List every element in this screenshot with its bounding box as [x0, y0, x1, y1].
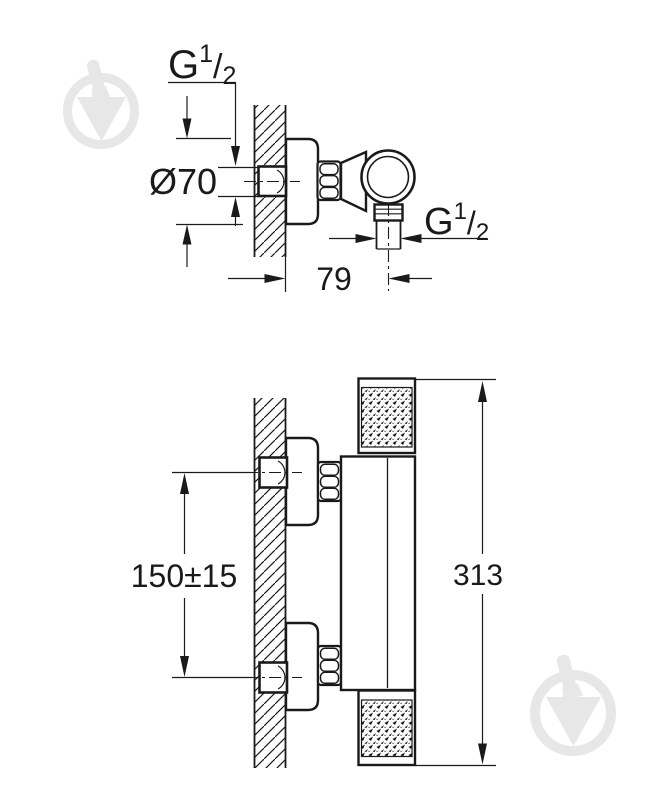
- watermark-trowel-blade: [546, 697, 601, 746]
- watermark-trowel-blade: [77, 97, 126, 141]
- upper-escutcheon-flange: [284, 436, 320, 527]
- wall-section-top-view: [253, 105, 287, 292]
- dim-overall-height: 313: [416, 378, 503, 767]
- dim-outlet-thread: G1/2: [329, 198, 489, 246]
- watermark-logo-bottom-right: [530, 654, 616, 756]
- watermark-logo-top-left: [63, 59, 139, 149]
- wall-section-front-view: [253, 398, 287, 768]
- wall-to-outlet-label: 79: [316, 261, 352, 297]
- watermark-trowel-handle: [556, 654, 583, 701]
- dim-connection-spacing: 150±15: [131, 471, 302, 679]
- overall-height-label: 313: [453, 559, 503, 592]
- bottom-drawing-front-view: 150±15 313: [131, 377, 503, 768]
- hex-union-nut: [316, 160, 342, 202]
- bottom-knurled-handle: [357, 689, 417, 767]
- outlet-thread-label: G1/2: [424, 198, 489, 246]
- dim-flange-diameter: Ø70: [149, 96, 243, 267]
- wall-hatch: [254, 398, 286, 768]
- control-knob-side: [360, 149, 416, 205]
- valve-body-cone: [339, 150, 368, 213]
- lower-escutcheon-flange: [284, 621, 320, 712]
- upper-hex-union-nut: [316, 460, 343, 503]
- escutcheon-flange: [284, 137, 320, 226]
- dim-inlet-thread: G1/2: [168, 40, 259, 226]
- top-drawing-side-view: G1/2 Ø70 79 G1/: [149, 40, 489, 297]
- top-knurled-handle: [357, 377, 417, 455]
- connection-spacing-label: 150±15: [131, 558, 238, 594]
- dim-wall-to-outlet: 79: [228, 261, 432, 297]
- flange-diameter-label: Ø70: [149, 161, 217, 202]
- watermark-trowel-handle: [87, 59, 111, 102]
- valve-body-front: [339, 455, 417, 692]
- lower-hex-union-nut: [316, 644, 343, 687]
